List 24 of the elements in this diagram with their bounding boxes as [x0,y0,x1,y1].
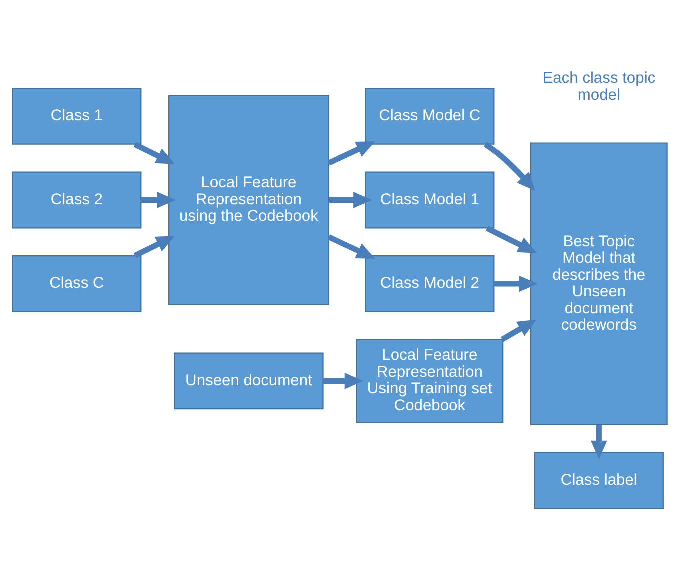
node-box: Class C [12,255,142,312]
label: Each class topic model [542,70,656,104]
node-box: Class Model C [365,87,495,144]
arrow [328,140,376,166]
arrow [134,236,176,258]
arrow [590,424,608,460]
node-box: Class 2 [12,171,142,228]
node-box: Class Model 1 [365,171,495,228]
arrow [328,234,376,258]
arrow [141,192,176,208]
node-box: Class label [534,452,664,509]
node-box: Best Topic Model that describes the Unseen document codewords [530,142,668,425]
arrow [500,319,537,342]
arrow [323,372,364,389]
node-box: Class 1 [12,87,142,144]
node-box: Unseen document [174,352,324,410]
arrow [328,192,372,208]
arrow [486,225,538,253]
arrow [484,142,536,191]
node-box: Class Model 2 [365,255,495,312]
node-box: Local Feature Representation Using Training set Codebook [356,338,504,423]
node-box: Local Feature Representation using the Codebook [168,94,330,305]
arrow [494,275,538,292]
arrow [134,142,176,164]
